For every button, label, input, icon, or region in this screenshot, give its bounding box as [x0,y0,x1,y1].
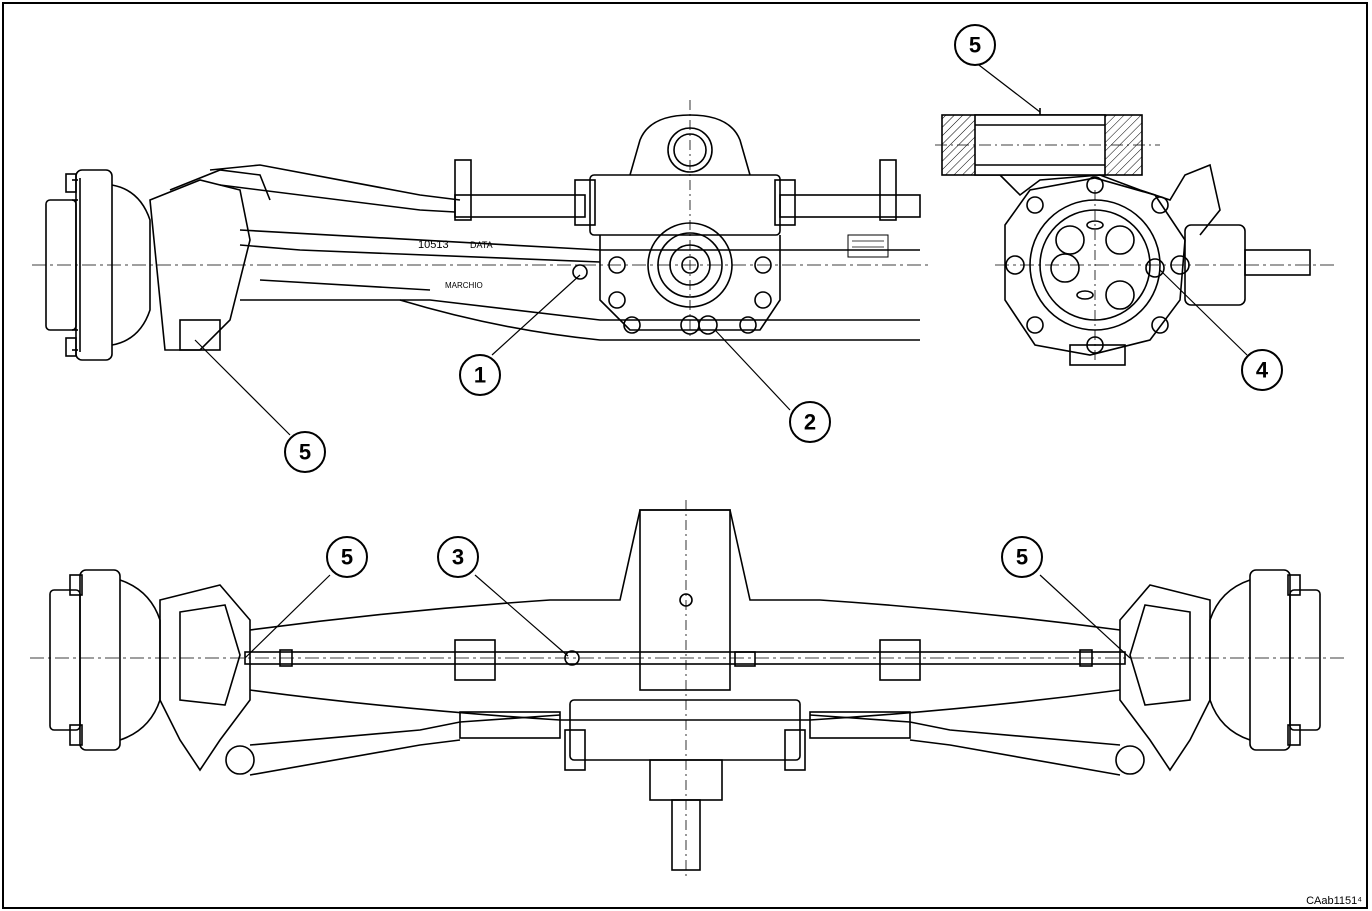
front-view [32,100,930,361]
callout-2: 2 [789,401,831,443]
callout-5-bottom-right: 5 [1001,536,1043,578]
callout-1: 1 [459,354,501,396]
figure-code: CAab1151⁴ [1306,895,1362,907]
callout-4: 4 [1241,349,1283,391]
callout-label: 4 [1256,358,1269,383]
callout-label: 5 [299,440,311,465]
callout-label: 1 [474,363,486,388]
callout-label: 5 [1016,545,1028,570]
side-view [935,108,1335,366]
callout-label: 3 [452,545,464,570]
callout-3: 3 [437,536,479,578]
callout-5-top-right: 5 [954,24,996,66]
data-stamp: DATA [470,240,493,250]
top-view [30,500,1345,880]
marchio-stamp: MARCHIO [445,281,483,290]
serial-stamp: 10513 [418,239,449,251]
callout-5-top-left: 5 [284,431,326,473]
callout-label: 5 [341,545,353,570]
leader-lines [194,61,1248,659]
callout-label: 5 [969,33,981,58]
callout-label: 2 [804,410,816,435]
callout-5-bottom-left: 5 [326,536,368,578]
